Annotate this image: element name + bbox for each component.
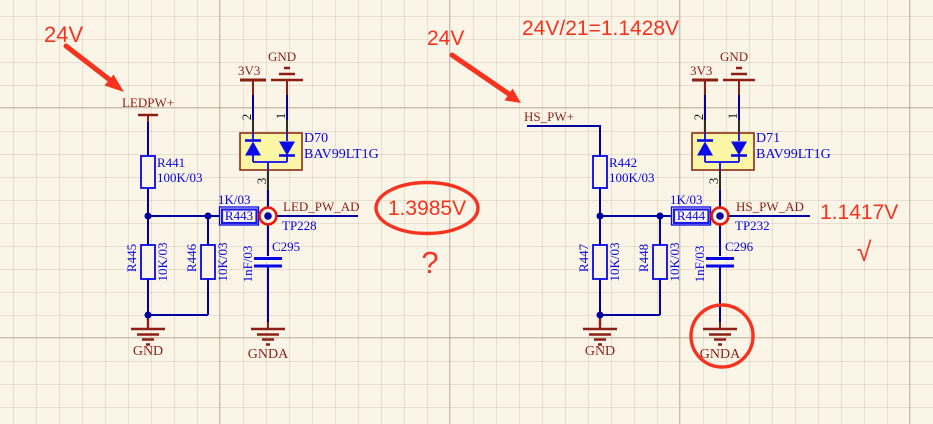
annotation-arrow-left xyxy=(63,43,113,83)
gnd-label[interactable]: GND xyxy=(132,344,164,359)
value-label[interactable]: 10K/03 xyxy=(215,242,230,282)
power-label-gnd-top[interactable]: GND xyxy=(720,49,749,64)
annotation-supply-left: 24V xyxy=(44,22,84,47)
designator[interactable]: C296 xyxy=(725,239,754,254)
gnd-label[interactable]: GND xyxy=(584,344,616,359)
designator[interactable]: R448 xyxy=(636,243,651,273)
part-number[interactable]: BAV99LT1G xyxy=(756,147,831,162)
annotation-circle-gnda xyxy=(689,303,755,369)
annotation-ellipse-measured-left xyxy=(374,180,480,236)
designator[interactable]: R446 xyxy=(184,243,199,273)
pin-number-1: 1 xyxy=(273,112,288,120)
value-label[interactable]: 10K/03 xyxy=(155,242,170,282)
gnda-label[interactable]: GNDA xyxy=(699,347,741,362)
designator-selected[interactable]: R443 xyxy=(224,208,254,223)
testpoint-label[interactable]: TP232 xyxy=(735,218,770,233)
pin-number-3: 3 xyxy=(254,177,269,185)
designator[interactable]: R445 xyxy=(124,243,139,273)
annotation-arrowhead-left xyxy=(104,74,124,92)
part-number[interactable]: BAV99LT1G xyxy=(304,147,379,162)
pin-number-3: 3 xyxy=(706,177,721,185)
annotation-measured-left: 1.3985V xyxy=(387,197,467,220)
annotation-question-mark: ? xyxy=(421,245,439,280)
annotation-supply-right: 24V xyxy=(427,27,465,50)
power-label-3v3[interactable]: 3V3 xyxy=(238,63,261,78)
designator[interactable]: D71 xyxy=(756,131,781,146)
input-wire[interactable] xyxy=(527,125,601,156)
annotation-check-mark: √ xyxy=(856,237,872,267)
net-label-input[interactable]: HS_PW+ xyxy=(524,109,574,124)
annotation-measured-right: 1.1417V xyxy=(820,201,899,224)
designator-selected[interactable]: R444 xyxy=(676,208,706,223)
value-label[interactable]: 1K/03 xyxy=(218,192,251,207)
designator[interactable]: R441 xyxy=(157,155,186,170)
power-label-3v3[interactable]: 3V3 xyxy=(690,63,713,78)
value-label[interactable]: 100K/03 xyxy=(157,170,203,185)
pin-number-2: 2 xyxy=(691,113,706,121)
annotation-arrowhead-right xyxy=(504,88,521,103)
annotation-calc-note: 24V/21=1.1428V xyxy=(522,17,680,40)
value-label[interactable]: 1nF/03 xyxy=(240,245,255,283)
annotation-arrow-right xyxy=(449,52,512,97)
designator[interactable]: R447 xyxy=(576,243,591,273)
value-label[interactable]: 100K/03 xyxy=(609,170,655,185)
designator[interactable]: C295 xyxy=(272,239,301,254)
testpoint-label[interactable]: TP228 xyxy=(282,218,317,233)
pin-number-1: 1 xyxy=(725,112,740,120)
value-label[interactable]: 10K/03 xyxy=(667,242,682,282)
designator[interactable]: D70 xyxy=(304,131,329,146)
value-label[interactable]: 1K/03 xyxy=(670,192,703,207)
pin-number-2: 2 xyxy=(239,113,254,121)
net-label-output[interactable]: LED_PW_AD xyxy=(283,199,360,214)
value-label[interactable]: 10K/03 xyxy=(607,242,622,282)
net-label-input[interactable]: LEDPW+ xyxy=(121,95,175,110)
power-label-gnd-top[interactable]: GND xyxy=(268,49,297,64)
value-label[interactable]: 1nF/03 xyxy=(692,245,707,283)
designator[interactable]: R442 xyxy=(609,155,638,170)
net-label-output[interactable]: HS_PW_AD xyxy=(736,199,804,214)
gnda-label[interactable]: GNDA xyxy=(247,347,289,362)
